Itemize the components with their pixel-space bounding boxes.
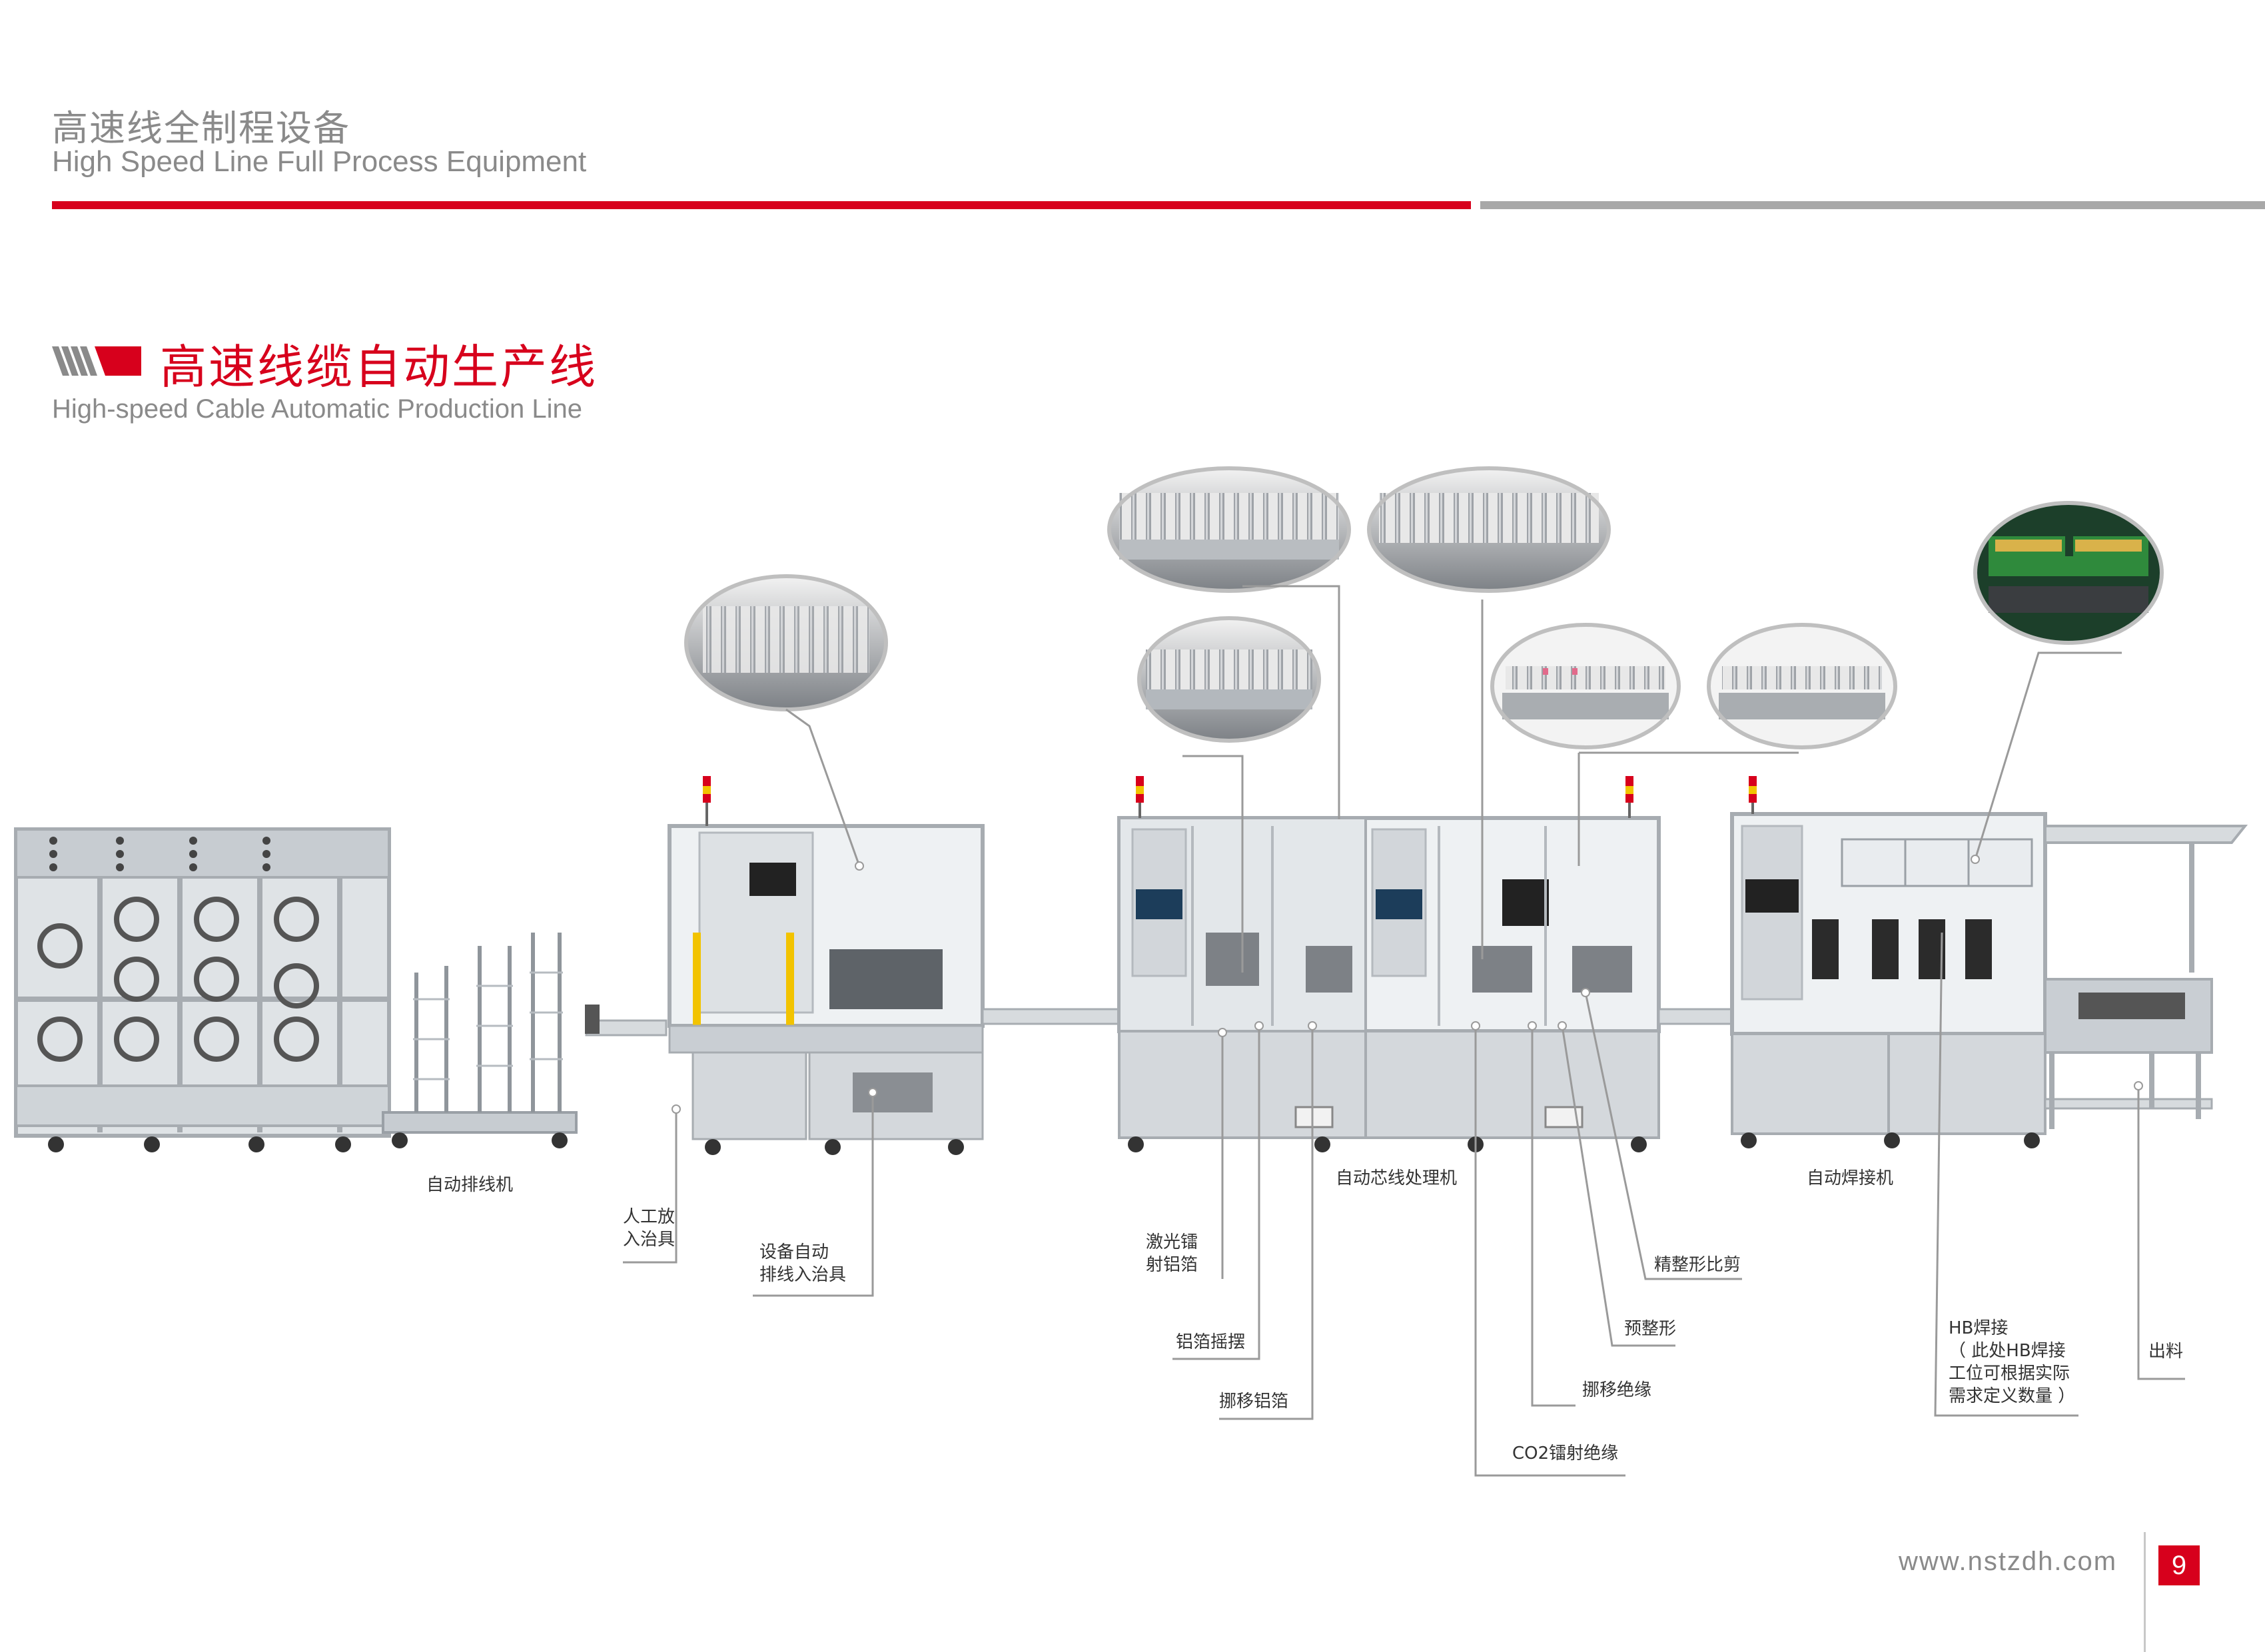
section-title-cn: 高速线缆自动生产线	[160, 340, 598, 394]
label-core-wire-machine: 自动芯线处理机	[1336, 1168, 1458, 1188]
page-number: 9	[2158, 1545, 2200, 1585]
label-move-insulation: 挪移绝缘	[1582, 1380, 1652, 1400]
auto-wiring-machine	[668, 776, 985, 1155]
header-title-en: High Speed Line Full Process Equipment	[52, 145, 587, 178]
label-welding-machine: 自动焊接机	[1807, 1168, 1894, 1188]
inset-co2-insulation	[1367, 466, 1611, 593]
inset-pre-shaping	[1490, 623, 1681, 749]
label-hb-welding: HB焊接 （ 此处HB焊接 工位可根据实际 需求定义数量 ）	[1949, 1318, 2076, 1406]
section-title-en: High-speed Cable Automatic Production Li…	[52, 394, 583, 424]
inset-wiring-fixture	[684, 574, 888, 711]
label-pre-shaping: 预整形	[1624, 1319, 1677, 1339]
stripe-arrow-icon	[52, 346, 141, 376]
inset-hb-welding	[1973, 501, 2164, 645]
footer-divider	[2144, 1532, 2146, 1652]
label-auto-wiring-machine: 自动排线机	[426, 1175, 514, 1195]
welding-machine	[1730, 776, 2047, 1148]
reel-rack-machine	[14, 827, 391, 1152]
label-laser-foil: 激光镭 射铝箔	[1146, 1232, 1198, 1275]
label-auto-fixture: 设备自动 排线入治具	[759, 1242, 847, 1285]
label-discharge: 出料	[2148, 1342, 2184, 1362]
label-fine-shaping: 精整形比剪	[1654, 1255, 1741, 1275]
inset-fine-shaping	[1707, 623, 1897, 749]
footer-website: www.nstzdh.com	[1899, 1547, 2118, 1576]
header-title-cn: 高速线全制程设备	[52, 107, 350, 149]
inset-laser-foil	[1107, 466, 1351, 593]
header-divider-gray	[1480, 201, 2265, 209]
inset-foil-swing	[1137, 616, 1321, 743]
header-divider-red	[52, 201, 1471, 209]
label-move-foil: 挪移铝箔	[1219, 1392, 1289, 1412]
discharge-table	[2044, 825, 2248, 1129]
label-co2-laser: CO2镭射绝缘	[1512, 1444, 1619, 1463]
label-foil-swing: 铝箔摇摆	[1176, 1332, 1246, 1352]
label-manual-fixture: 人工放 入治具	[623, 1207, 676, 1250]
fixture-trolley	[382, 933, 578, 1148]
